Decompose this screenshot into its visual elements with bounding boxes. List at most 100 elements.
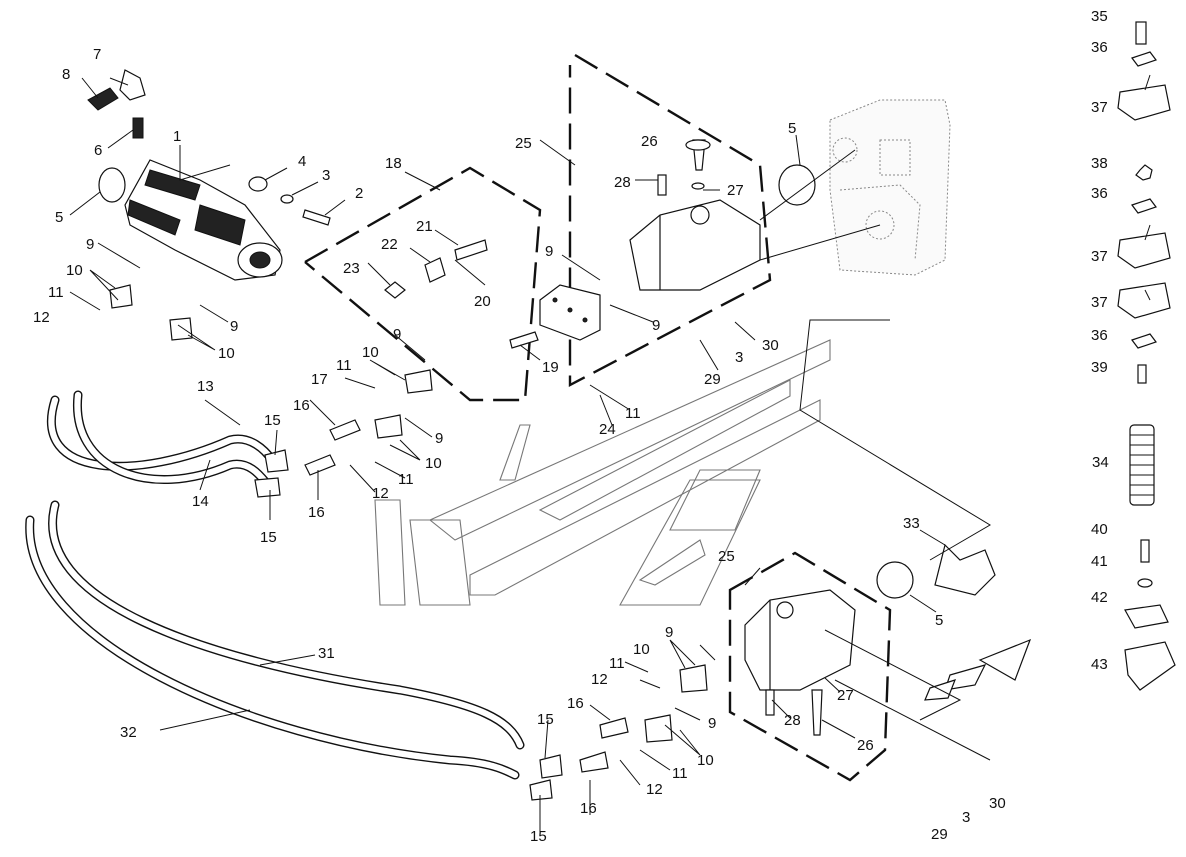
label-9-a: 9 xyxy=(86,236,94,253)
label-42: 42 xyxy=(1091,589,1108,606)
label-9-b: 9 xyxy=(230,318,238,335)
label-40: 40 xyxy=(1091,521,1108,538)
label-26-top: 26 xyxy=(641,133,658,150)
label-31: 31 xyxy=(318,645,335,662)
label-39: 39 xyxy=(1091,359,1108,376)
label-16-d: 16 xyxy=(580,800,597,817)
label-3-top: 3 xyxy=(322,167,330,184)
label-26-bottom: 26 xyxy=(857,737,874,754)
label-21: 21 xyxy=(416,218,433,235)
label-9-d: 9 xyxy=(652,317,660,334)
label-10-d: 10 xyxy=(425,455,442,472)
label-10-c: 10 xyxy=(362,344,379,361)
hose-32 xyxy=(25,515,520,780)
label-11-d: 11 xyxy=(398,471,414,488)
label-9-c: 9 xyxy=(545,243,553,260)
label-15-c: 15 xyxy=(537,711,554,728)
label-18: 18 xyxy=(385,155,402,172)
label-3-mid: 3 xyxy=(735,349,743,366)
label-23: 23 xyxy=(343,260,360,277)
label-32: 32 xyxy=(120,724,137,741)
label-27-bottom: 27 xyxy=(837,687,854,704)
label-11-b: 11 xyxy=(336,357,352,374)
label-3-bottom: 3 xyxy=(962,809,970,826)
label-28-top: 28 xyxy=(614,174,631,191)
label-17: 17 xyxy=(311,371,328,388)
fittings-middle xyxy=(109,284,433,498)
label-10-a: 10 xyxy=(66,262,83,279)
label-34: 34 xyxy=(1092,454,1109,471)
label-19: 19 xyxy=(542,359,559,376)
hose-14 xyxy=(73,390,273,490)
label-36-a: 36 xyxy=(1091,39,1108,56)
label-20: 20 xyxy=(474,293,491,310)
fittings-bottom xyxy=(529,664,708,801)
label-6: 6 xyxy=(94,142,102,159)
label-37-b: 37 xyxy=(1091,248,1108,265)
label-8: 8 xyxy=(62,66,70,83)
label-28-bottom: 28 xyxy=(784,712,801,729)
label-5-bottom: 5 xyxy=(935,612,943,629)
hydraulic-pump xyxy=(124,159,283,281)
label-7: 7 xyxy=(93,46,101,63)
group-box-18 xyxy=(304,166,542,402)
label-36-b: 36 xyxy=(1091,185,1108,202)
label-1: 1 xyxy=(173,128,181,145)
label-16-c: 16 xyxy=(567,695,584,712)
leader-lines xyxy=(69,74,1151,832)
label-22: 22 xyxy=(381,236,398,253)
label-11-f: 11 xyxy=(672,765,688,782)
label-5-left: 5 xyxy=(55,209,63,226)
label-25-bottom: 25 xyxy=(718,548,735,565)
label-37-a: 37 xyxy=(1091,99,1108,116)
label-9-g: 9 xyxy=(665,624,673,641)
label-9-f: 9 xyxy=(435,430,443,447)
watermark-logo xyxy=(374,339,831,606)
gearbox-housing xyxy=(759,99,951,276)
label-16-a: 16 xyxy=(293,397,310,414)
fittings-top-left xyxy=(87,69,331,226)
label-2: 2 xyxy=(355,185,363,202)
label-12-b: 12 xyxy=(372,485,389,502)
label-29-top: 29 xyxy=(704,371,721,388)
label-4: 4 xyxy=(298,153,306,170)
label-9-e: 9 xyxy=(393,326,401,343)
label-10-b: 10 xyxy=(218,345,235,362)
label-9-h: 9 xyxy=(708,715,716,732)
group-box-25-bottom xyxy=(728,551,892,782)
label-11-a: 11 xyxy=(48,284,64,301)
part-number-labels: 1 2 3 3 3 4 5 5 5 6 7 8 9 9 9 9 9 9 9 9 … xyxy=(33,8,1109,845)
label-12-d: 12 xyxy=(646,781,663,798)
label-24: 24 xyxy=(599,421,616,438)
clamp-parts-column xyxy=(1117,21,1176,691)
label-15-a: 15 xyxy=(264,412,281,429)
label-25-top: 25 xyxy=(515,135,532,152)
label-38: 38 xyxy=(1091,155,1108,172)
label-15-b: 15 xyxy=(260,529,277,546)
label-43: 43 xyxy=(1091,656,1108,673)
hose-13 xyxy=(46,395,277,471)
label-12-a: 12 xyxy=(33,309,50,326)
label-16-b: 16 xyxy=(308,504,325,521)
label-41: 41 xyxy=(1091,553,1108,570)
label-37-c: 37 xyxy=(1091,294,1108,311)
label-13: 13 xyxy=(197,378,214,395)
label-12-c: 12 xyxy=(591,671,608,688)
label-11-c: 11 xyxy=(625,405,641,422)
label-10-e: 10 xyxy=(633,641,650,658)
label-30-top: 30 xyxy=(762,337,779,354)
direction-arrow xyxy=(924,638,1032,701)
label-14: 14 xyxy=(192,493,209,510)
hose-31 xyxy=(48,500,525,750)
valve-block-bottom xyxy=(744,561,914,736)
label-35: 35 xyxy=(1091,8,1108,25)
label-10-f: 10 xyxy=(697,752,714,769)
label-36-c: 36 xyxy=(1091,327,1108,344)
label-11-e: 11 xyxy=(609,655,625,672)
valve-block-top xyxy=(629,139,816,291)
label-29-bottom: 29 xyxy=(931,826,948,843)
label-27-top: 27 xyxy=(727,182,744,199)
group-box-25-top xyxy=(568,53,772,387)
label-30-bottom: 30 xyxy=(989,795,1006,812)
